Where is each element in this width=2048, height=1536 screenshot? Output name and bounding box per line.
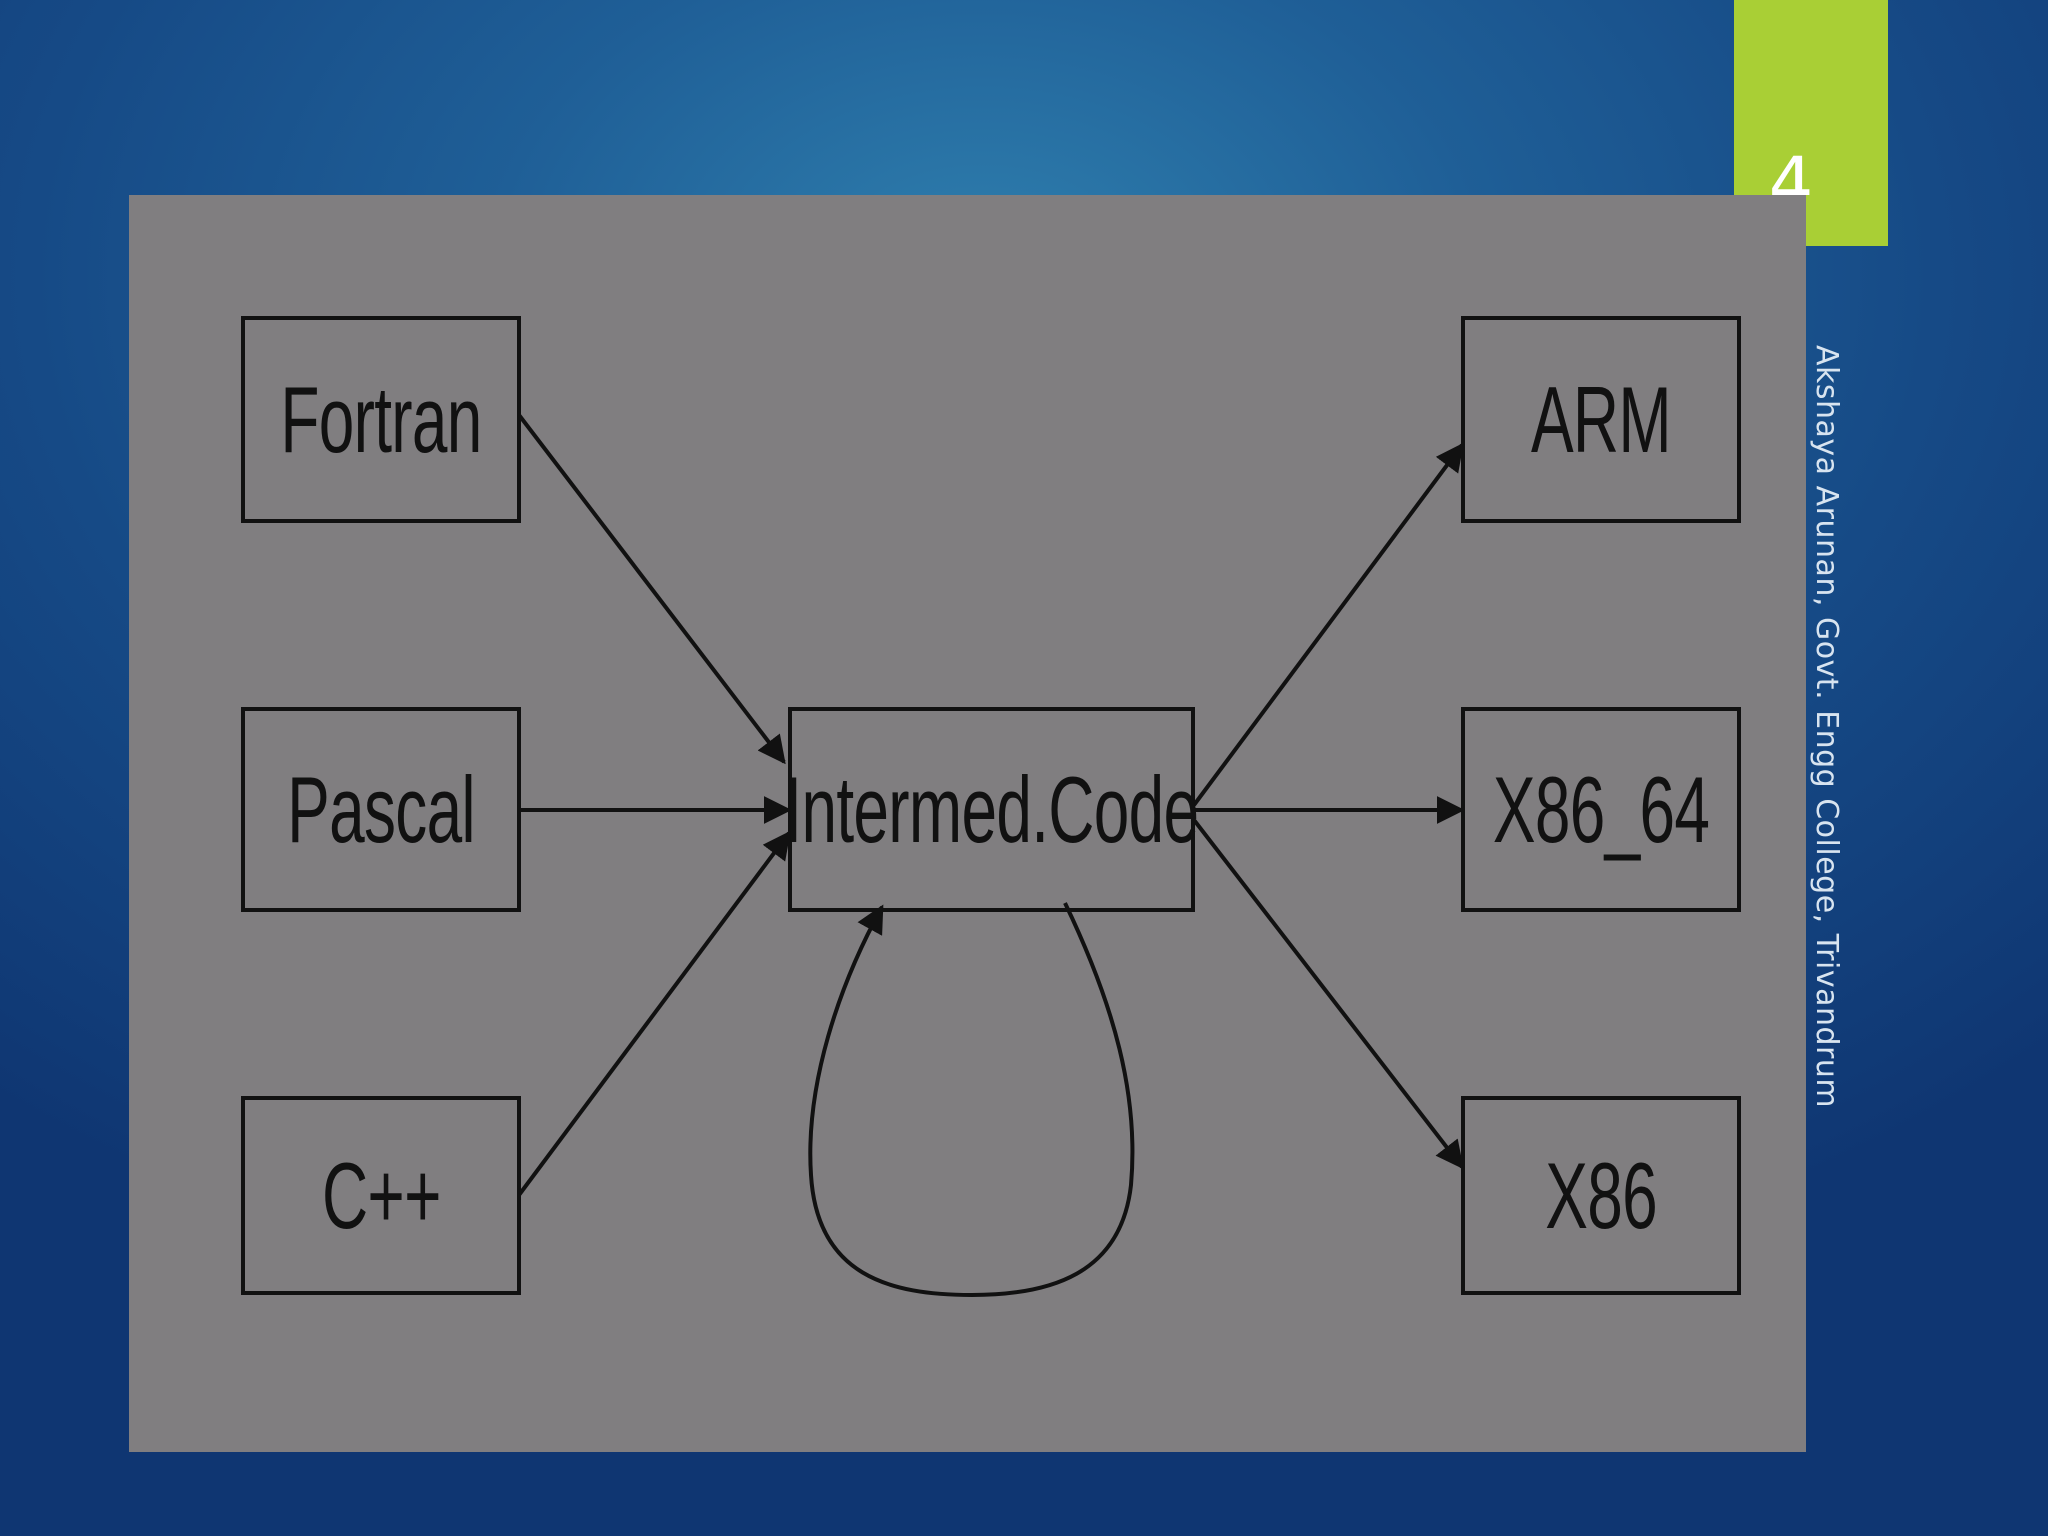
node-pascal-label: Pascal bbox=[287, 756, 475, 862]
diagram-panel: Fortran Pascal C++ Intermed.Code ARM X86… bbox=[129, 195, 1806, 1452]
node-fortran-label: Fortran bbox=[280, 366, 482, 472]
edge-intermed-to-x86 bbox=[1192, 818, 1464, 1170]
node-x86-64-label: X86_64 bbox=[1492, 756, 1710, 862]
node-x86: X86 bbox=[1461, 1096, 1741, 1295]
author-footer: Akshaya Arunan, Govt. Engg College, Triv… bbox=[1809, 345, 1844, 1109]
node-intermediate-code: Intermed.Code bbox=[785, 707, 1199, 912]
node-x86-64: X86_64 bbox=[1461, 707, 1741, 912]
node-arm: ARM bbox=[1461, 316, 1741, 523]
edge-intermed-to-arm bbox=[1192, 442, 1464, 807]
node-fortran: Fortran bbox=[241, 316, 521, 523]
edge-intermed-self-loop bbox=[808, 902, 1135, 1298]
node-x86-label: X86 bbox=[1545, 1142, 1657, 1248]
node-cpp: C++ bbox=[241, 1096, 521, 1295]
node-intermediate-code-label: Intermed.Code bbox=[784, 756, 1200, 862]
node-pascal: Pascal bbox=[241, 707, 521, 912]
diagram-edges bbox=[517, 413, 1465, 1298]
node-arm-label: ARM bbox=[1530, 366, 1672, 472]
node-cpp-label: C++ bbox=[321, 1142, 441, 1248]
edge-fortran-to-intermed bbox=[517, 413, 786, 765]
edge-cpp-to-intermed bbox=[517, 830, 791, 1197]
